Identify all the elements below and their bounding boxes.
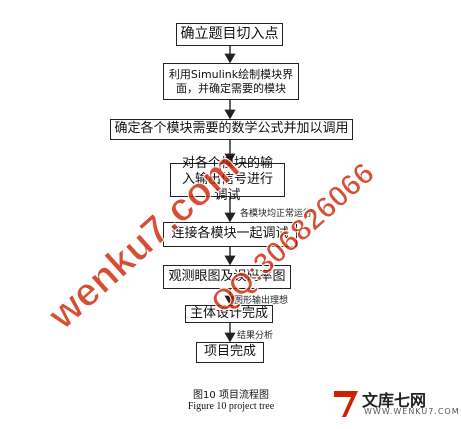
step-3-label: 确定各个模块需要的数学公式并加以调用 — [114, 121, 349, 137]
figure-caption-en: Figure 10 project tree — [187, 401, 275, 412]
logo-mark-icon — [334, 391, 358, 417]
step-6-label: 观测眼图及误码率图 — [168, 268, 286, 284]
step-1-label: 确立题目切入点 — [180, 25, 279, 42]
site-logo: 文库七网 WWW.WENKU7.COM — [332, 387, 459, 421]
step-8-label: 项目完成 — [203, 344, 256, 360]
step-5-label: 连接各模块一起调试 — [171, 226, 289, 242]
step-5-box: 连接各模块一起调试 — [163, 222, 297, 247]
step-3-box: 确定各个模块需要的数学公式并加以调用 — [110, 119, 353, 140]
step-6-box: 观测眼图及误码率图 — [163, 265, 291, 289]
logo-url: WWW.WENKU7.COM — [364, 407, 460, 416]
figure-caption-cn: 图10 项目流程图 — [193, 390, 269, 401]
step-2-box: 利用Simulink绘制模块界面，并确定需要的模块 — [163, 63, 299, 100]
step-4-label: 对各个模块的输入输出信号进行调试 — [181, 155, 273, 204]
step-7-box: 主体设计完成 — [185, 305, 273, 323]
step-4-box: 对各个模块的输入输出信号进行调试 — [170, 156, 285, 203]
edge-label-2: 图形输出理想 — [234, 296, 289, 306]
step-8-box: 项目完成 — [196, 342, 264, 363]
logo-name: 文库七网 — [362, 391, 427, 410]
edge-label-3: 结果分析 — [237, 331, 274, 341]
step-2-label: 利用Simulink绘制模块界面，并确定需要的模块 — [168, 67, 294, 95]
step-7-label: 主体设计完成 — [189, 305, 268, 321]
step-1-box: 确立题目切入点 — [176, 23, 283, 46]
edge-label-1: 各模块均正常运行 — [240, 209, 313, 219]
